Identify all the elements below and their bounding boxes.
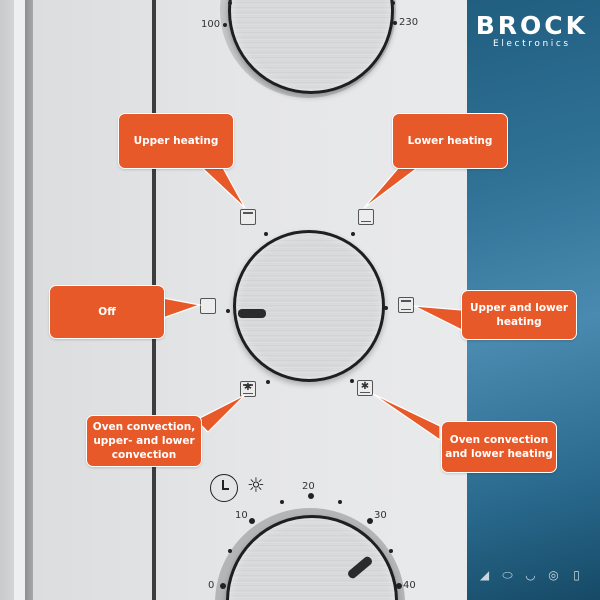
tick-dot bbox=[338, 500, 342, 504]
timer-label-10: 10 bbox=[235, 510, 248, 521]
tick-dot bbox=[308, 493, 314, 499]
timer-label-20: 20 bbox=[302, 481, 315, 492]
sandwich-icon: ◢ bbox=[479, 568, 490, 582]
temp-label-max: 230 bbox=[399, 17, 419, 28]
tick-dot bbox=[391, 1, 395, 5]
tick-dot bbox=[367, 518, 373, 524]
clock-icon bbox=[210, 474, 238, 502]
tick-dot bbox=[389, 549, 393, 553]
position-dot-lower bbox=[351, 232, 355, 236]
tick-dot bbox=[396, 583, 402, 589]
croissant-icon: ◡ bbox=[525, 568, 536, 582]
callout-off: Off bbox=[49, 285, 165, 339]
convection-upper-lower-icon: ✱ bbox=[240, 381, 256, 397]
lower-heating-icon bbox=[358, 209, 374, 225]
position-dot-upper-lower bbox=[384, 306, 388, 310]
callout-upper-heating: Upper heating bbox=[118, 113, 234, 169]
position-dot-off bbox=[226, 309, 230, 313]
oven-side-edge bbox=[0, 0, 14, 600]
light-bulb-icon: ☼ bbox=[247, 473, 265, 497]
brand-tagline: Electronics bbox=[493, 39, 571, 49]
position-dot-conv-upper-lower bbox=[266, 380, 270, 384]
tick-dot bbox=[280, 500, 284, 504]
upper-heating-icon bbox=[240, 209, 256, 225]
callout-upper-lower-heating: Upper and lower heating bbox=[461, 290, 577, 340]
brand-logo: BROCK Electronics bbox=[475, 11, 588, 50]
temp-label-min: 100 bbox=[201, 19, 221, 30]
toast-icon: ▯ bbox=[573, 568, 580, 582]
tick-dot bbox=[249, 518, 255, 524]
tick-dot bbox=[220, 583, 226, 589]
function-knob[interactable] bbox=[233, 230, 385, 382]
tick-dot bbox=[393, 21, 397, 25]
timer-label-30: 30 bbox=[374, 510, 387, 521]
function-knob-indicator bbox=[238, 309, 266, 318]
brand-name: BROCK bbox=[475, 11, 588, 40]
callout-convection-lower: Oven convection and lower heating bbox=[441, 421, 557, 473]
upper-lower-heating-icon bbox=[398, 297, 414, 313]
position-dot-conv-lower bbox=[350, 379, 354, 383]
timer-label-40: 40 bbox=[403, 580, 416, 591]
tick-dot bbox=[228, 549, 232, 553]
donut-icon: ◎ bbox=[548, 568, 559, 582]
tick-dot bbox=[223, 23, 227, 27]
tick-dot bbox=[228, 1, 232, 5]
callout-convection-upper-lower: Oven convection, upper- and lower convec… bbox=[86, 415, 202, 467]
oven-side-shadow bbox=[25, 0, 33, 600]
timer-label-0: 0 bbox=[208, 580, 215, 591]
callout-lower-heating: Lower heating bbox=[392, 113, 508, 169]
baguette-icon: ⬭ bbox=[502, 568, 513, 582]
convection-lower-icon: ✱ bbox=[357, 380, 373, 396]
oven-side-highlight bbox=[14, 0, 25, 600]
food-icon-row: ◢ ⬭ ◡ ◎ ▯ bbox=[476, 568, 585, 582]
position-dot-upper bbox=[264, 232, 268, 236]
off-icon bbox=[200, 298, 216, 314]
